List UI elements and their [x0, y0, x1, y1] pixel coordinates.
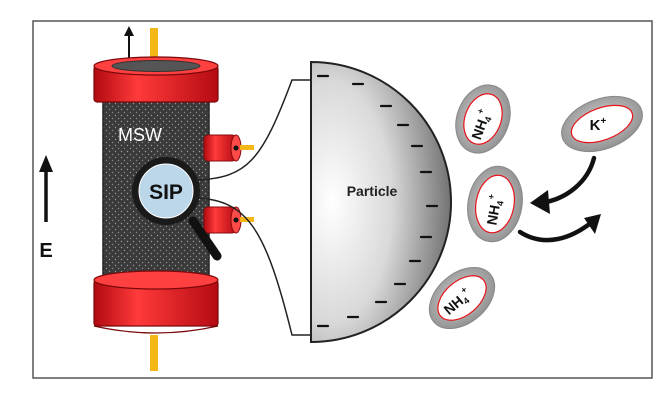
- ion-label: NH4+: [466, 107, 495, 143]
- ion-potassium-label: K+: [590, 116, 607, 134]
- column-bottom-cap: [93, 270, 219, 334]
- field-label: E: [39, 240, 52, 262]
- probe-label: SIP: [149, 181, 183, 204]
- column-label: MSW: [118, 125, 162, 145]
- electrode-top: [150, 28, 158, 62]
- electrode-bottom: [150, 335, 158, 371]
- ion-ammonium-bottom: NH4+: [428, 266, 496, 330]
- zoom-line-upper: [195, 79, 311, 181]
- ion-label: NH4+: [481, 193, 506, 227]
- exchange-arrow-icon: [530, 155, 597, 214]
- release-arrow-icon: [517, 214, 601, 243]
- ion-potassium: [561, 95, 643, 153]
- zoom-line-lower: [195, 197, 311, 336]
- magnifier-icon: [132, 157, 222, 261]
- side-port-upper: [203, 134, 254, 162]
- ion-ammonium-top: NH4+: [455, 84, 511, 154]
- surface-charges: [316, 74, 439, 328]
- column-top-cap: [93, 56, 219, 103]
- field-arrow-icon: [39, 155, 53, 222]
- ion-ammonium-middle: NH4+: [467, 165, 523, 243]
- particle-label: Particle: [347, 183, 398, 199]
- particle: [310, 60, 452, 344]
